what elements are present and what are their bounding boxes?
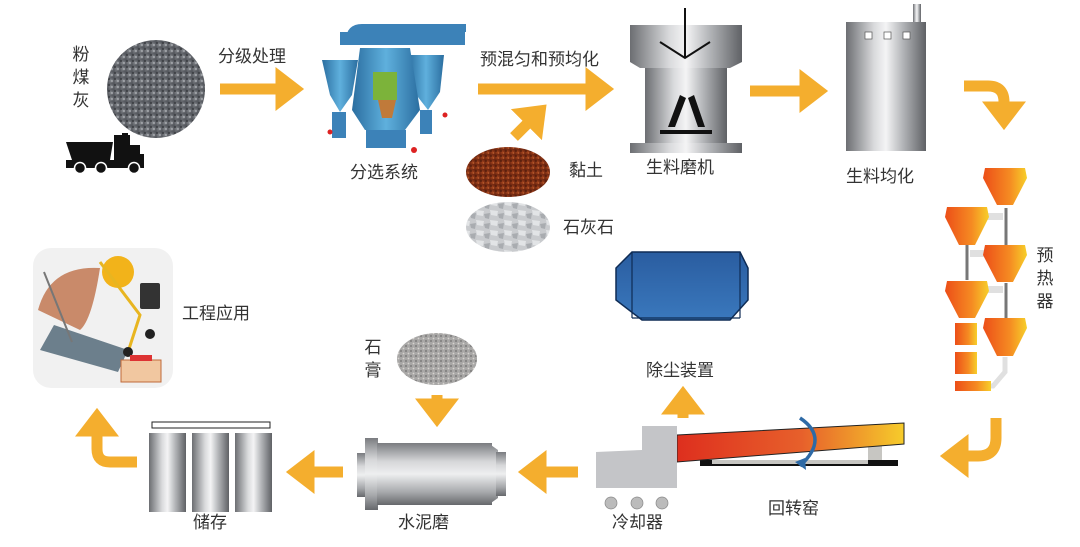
raw-mill-image <box>630 8 742 153</box>
limestone-image <box>466 202 550 252</box>
preheater-label: 预热器 <box>1036 246 1054 312</box>
clay-label: 黏土 <box>569 161 603 181</box>
arrow-preheater-to-kiln <box>939 418 1002 478</box>
cement-mill-label: 水泥磨 <box>398 513 449 533</box>
arrow-clay-to-rawmill <box>510 104 547 141</box>
gypsum-image <box>397 333 477 385</box>
edge-label-premix-prehomogenize: 预混匀和预均化 <box>480 50 599 70</box>
preheater-image <box>945 168 1027 391</box>
rotary-kiln-image <box>676 416 905 470</box>
cooler-label: 冷却器 <box>612 513 663 533</box>
cooler-image <box>596 426 677 510</box>
clay-image <box>466 147 550 197</box>
dust-removal-label: 除尘装置 <box>646 361 714 381</box>
raw-homogenization-label: 生料均化 <box>846 167 914 187</box>
rotary-kiln-label: 回转窑 <box>768 499 819 519</box>
fly-ash-image <box>107 40 205 138</box>
cooler-fan-icon <box>655 496 669 510</box>
preheater-cyclone <box>945 281 989 318</box>
engineering-application-image <box>33 248 173 388</box>
edge-label-classification: 分级处理 <box>218 47 286 67</box>
fly-ash-label: 粉煤灰 <box>72 45 90 111</box>
raw-mill-label: 生料磨机 <box>646 158 714 178</box>
homogenization-silo-image <box>846 4 926 151</box>
flow-arrows <box>75 67 1026 494</box>
engineering-application-label: 工程应用 <box>182 304 250 324</box>
dust-collector-image <box>615 251 749 321</box>
separation-system-label: 分选系统 <box>350 163 418 183</box>
separation-system-image <box>322 24 466 153</box>
preheater-cyclone <box>945 207 989 245</box>
storage-label: 储存 <box>193 513 227 533</box>
cooler-fan-icon <box>630 496 644 510</box>
arrow-homogenization-to-preheater <box>964 80 1026 131</box>
preheater-cyclone <box>983 245 1027 282</box>
dump-truck-icon <box>66 133 144 175</box>
cement-mill-image <box>357 438 506 510</box>
preheater-cyclone <box>983 168 1027 205</box>
storage-silos-image <box>149 421 272 512</box>
cooler-fan-icon <box>604 496 618 510</box>
limestone-label: 石灰石 <box>563 218 614 238</box>
arrow-storage-to-application <box>75 407 137 468</box>
gypsum-label: 石膏 <box>364 338 382 381</box>
preheater-cyclone <box>983 318 1027 356</box>
